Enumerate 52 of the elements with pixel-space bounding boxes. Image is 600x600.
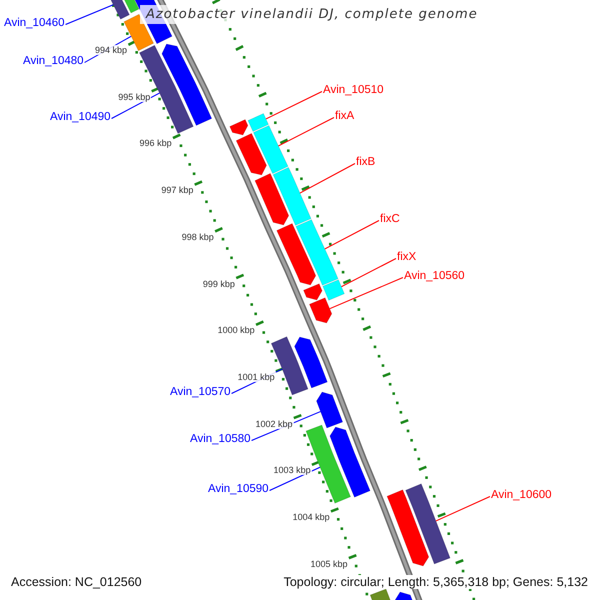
gene-feature [303,283,322,300]
gene-label: fixA [335,110,354,123]
leader-line [278,117,334,146]
gene-label: Avin_10510 [323,84,384,97]
scale-label: 1000 kbp [216,325,256,336]
gene-label: Avin_10600 [491,489,552,502]
scale-label: 999 kbp [202,278,236,288]
gene-feature [272,167,312,226]
leader-line [65,4,114,25]
scale-label: 1005 kbp [310,558,349,569]
gene-feature [296,219,338,286]
gene-feature [162,44,212,126]
gene-feature [229,119,248,136]
gene-feature [248,113,269,132]
genome-stats: Topology: circular; Length: 5,365,318 bp; Genes: 5,132 [282,575,590,589]
leader-line [435,496,490,522]
gene-label: Avin_10480 [23,55,84,68]
gene-feature [309,297,332,324]
gene-feature [322,279,345,301]
scale-label: 1003 kbp [272,465,312,476]
scale-label: 1002 kbp [254,418,294,429]
gene-feature [405,483,451,564]
leader-line [340,258,396,288]
gene-label: Avin_10460 [4,17,65,30]
scale-label: 997 kbp [160,185,194,196]
scale-label: 996 kbp [138,138,173,148]
gene-feature [330,426,371,498]
scale-label: 995 kbp [117,92,152,102]
gene-feature [253,125,288,174]
gene-label: fixB [356,156,376,169]
leader-line [269,466,321,491]
leader-line [299,163,356,194]
gene-feature [254,173,290,226]
leader-line [329,277,404,310]
gene-label: fixC [380,213,400,226]
gene-label: Avin_10570 [170,386,231,399]
scale-label: 1001 kbp [236,372,276,382]
gene-label: fixX [397,251,416,264]
gene-label: Avin_10590 [208,483,269,496]
scale-label: 1004 kbp [292,512,331,522]
gene-feature [276,223,316,286]
gene-label: Avin_10490 [50,111,111,124]
gene-feature [236,133,267,176]
gene-feature [294,336,328,388]
accession-text: Accession: NC_012560 [9,575,144,589]
gene-label: Avin_10580 [190,433,251,446]
scale-label: 994 kbp [94,45,128,55]
scale-label: 998 kbp [180,232,215,242]
gene-feature [386,489,430,566]
gene-label: Avin_10560 [404,270,465,283]
leader-line [324,220,380,250]
gene-feature [316,392,344,428]
